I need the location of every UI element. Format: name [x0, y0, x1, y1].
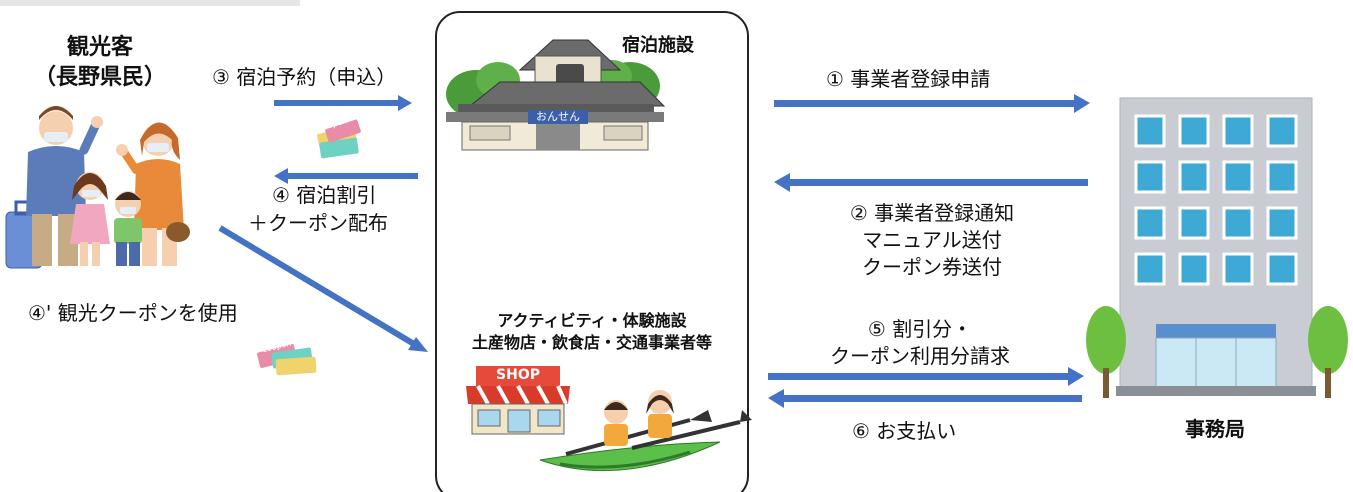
step6-label: ⑥ お支払い	[852, 419, 957, 443]
step4-label: ④ 宿泊割引	[272, 183, 377, 207]
tourists-subtitle: （長野県民）	[33, 65, 166, 90]
arrow-coupon-use	[218, 225, 428, 352]
office-window	[1222, 114, 1254, 148]
arrow-claim	[768, 367, 1084, 386]
step2-manual-label: マニュアル送付	[862, 228, 1002, 252]
step3-label: ③ 宿泊予約（申込）	[212, 65, 397, 89]
shops-line2: 土産物店・飲食店・交通事業者等	[471, 333, 712, 352]
arrow-payment	[768, 389, 1082, 408]
hotel-sign-text: おんせん	[536, 110, 580, 123]
office-windows	[1134, 114, 1298, 286]
office-window	[1222, 252, 1254, 286]
step1-label: ① 事業者登録申請	[826, 67, 991, 91]
tourist-family-illustration	[5, 106, 190, 269]
office-window	[1266, 114, 1298, 148]
office-window	[1266, 206, 1298, 240]
step4b-label: ④' 観光クーポンを使用	[28, 301, 238, 325]
tree-right	[1308, 306, 1348, 398]
kayak-illustration	[539, 390, 752, 472]
tourists-title: 観光客	[66, 35, 133, 60]
top-edge-strip	[0, 0, 300, 6]
office-window	[1134, 114, 1166, 148]
tree-left	[1086, 306, 1126, 398]
coupon-tickets-2	[257, 344, 317, 376]
office-window	[1178, 252, 1210, 286]
office-window	[1178, 160, 1210, 194]
arrow-reservation	[274, 95, 412, 111]
office-window	[1134, 206, 1166, 240]
shops-line1: アクティビティ・体験施設	[497, 311, 687, 330]
step2-coupon-label: クーポン券送付	[862, 255, 1002, 279]
arrow-discount	[274, 168, 418, 184]
onsen-hotel-illustration	[446, 39, 666, 151]
step5-sub-label: クーポン利用分請求	[830, 344, 1010, 368]
office-window	[1134, 252, 1166, 286]
office-window	[1134, 160, 1166, 194]
step4-sub-label: ＋クーポン配布	[248, 211, 388, 235]
office-window	[1178, 114, 1210, 148]
step2-label: ② 事業者登録通知	[849, 201, 1015, 225]
step5-label: ⑤ 割引分・	[867, 317, 973, 341]
facilities-box	[435, 11, 749, 492]
arrows	[218, 94, 1090, 408]
hotel-title: 宿泊施設	[622, 35, 694, 56]
office-window	[1266, 252, 1298, 286]
arrow-registration-request	[774, 94, 1090, 113]
coupon-tickets-1	[317, 119, 361, 159]
office-window	[1178, 206, 1210, 240]
shop-sign-text: SHOP	[496, 367, 540, 383]
office-window	[1222, 160, 1254, 194]
shop-illustration	[466, 366, 570, 435]
office-title: 事務局	[1185, 417, 1245, 441]
office-window	[1222, 206, 1254, 240]
office-window	[1266, 160, 1298, 194]
arrow-registration-notice	[774, 173, 1088, 192]
